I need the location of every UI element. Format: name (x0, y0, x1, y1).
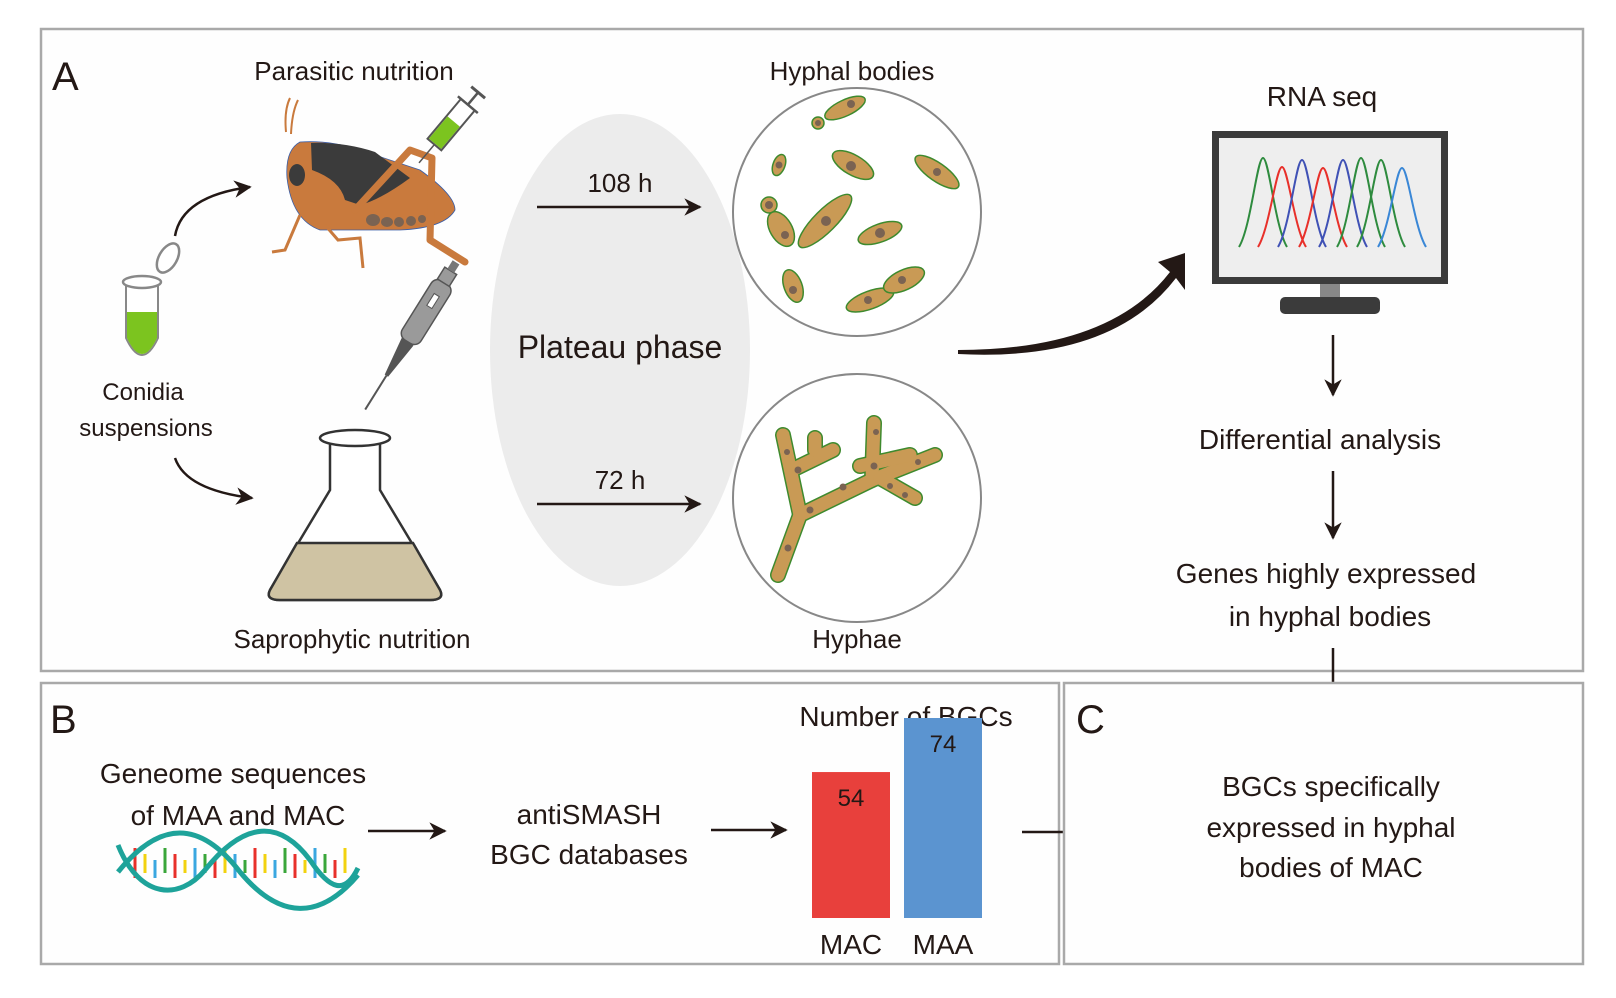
hyphae-circle (732, 373, 982, 623)
big-curved-arrow-icon (958, 253, 1185, 355)
chromatogram-peak (1377, 166, 1427, 248)
bar-maa (904, 718, 982, 918)
flask-icon (267, 428, 443, 602)
chromatogram-peak (1298, 166, 1348, 248)
hyphal-bodies-nuclei-icon (765, 100, 941, 304)
antismash-label-line1: antiSMASH (517, 799, 662, 830)
pipette-icon (364, 260, 460, 411)
syringe-icon (418, 85, 486, 164)
chromatogram-peak (1318, 158, 1368, 248)
genome-label-line1: Geneome sequences (100, 758, 366, 789)
saprophytic-nutrition-label: Saprophytic nutrition (233, 624, 470, 654)
genes-label-line1: Genes highly expressed (1176, 558, 1476, 589)
hyphal-bodies-label: Hyphal bodies (770, 56, 935, 86)
hyphae-label: Hyphae (812, 624, 902, 654)
differential-analysis-label: Differential analysis (1199, 424, 1441, 455)
antismash-label-line2: BGC databases (490, 839, 688, 870)
plateau-phase-label: Plateau phase (518, 329, 723, 365)
panel-c-result-line1: BGCs specifically (1222, 771, 1440, 802)
grasshopper-icon (271, 97, 469, 269)
conidia-label-line2: suspensions (79, 415, 212, 442)
bar-mac (812, 772, 890, 918)
chromatogram-peak (1356, 158, 1406, 248)
panel-c-frame (1062, 681, 1585, 966)
hyphae-nuclei-icon (784, 429, 921, 552)
bar-category-label-maa: MAA (913, 929, 974, 960)
chromatogram-peak (1257, 165, 1307, 248)
chromatogram-peak (1336, 156, 1386, 248)
arrow-to-parasitic-icon (173, 180, 252, 237)
conidia-label-line1: Conidia (102, 379, 184, 406)
dna-helix-icon (115, 828, 361, 911)
plateau-phase-ellipse (490, 114, 750, 586)
panel-b-letter: B (50, 698, 77, 742)
conidia-tube-icon (121, 242, 181, 356)
time-label-72h: 72 h (595, 465, 646, 495)
chromatogram-peak (1238, 156, 1288, 248)
bar-value-label-maa: 74 (930, 731, 957, 758)
parasitic-nutrition-label: Parasitic nutrition (254, 56, 453, 86)
chromatogram-peak (1277, 158, 1327, 248)
arrow-to-saprophytic-icon (173, 457, 254, 505)
rna-seq-label: RNA seq (1267, 81, 1378, 112)
panel-c-result-line3: bodies of MAC (1239, 852, 1423, 883)
panel-c-result-line2: expressed in hyphal (1206, 812, 1455, 843)
bar-category-label-mac: MAC (820, 929, 882, 960)
panel-c-letter: C (1076, 698, 1105, 742)
genes-label-line2: in hyphal bodies (1229, 601, 1431, 632)
bar-value-label-mac: 54 (838, 785, 865, 812)
time-label-108h: 108 h (587, 168, 652, 198)
panel-a-letter: A (52, 55, 79, 99)
genome-label-line2: of MAA and MAC (131, 800, 346, 831)
chromatogram-icon (1238, 156, 1427, 248)
